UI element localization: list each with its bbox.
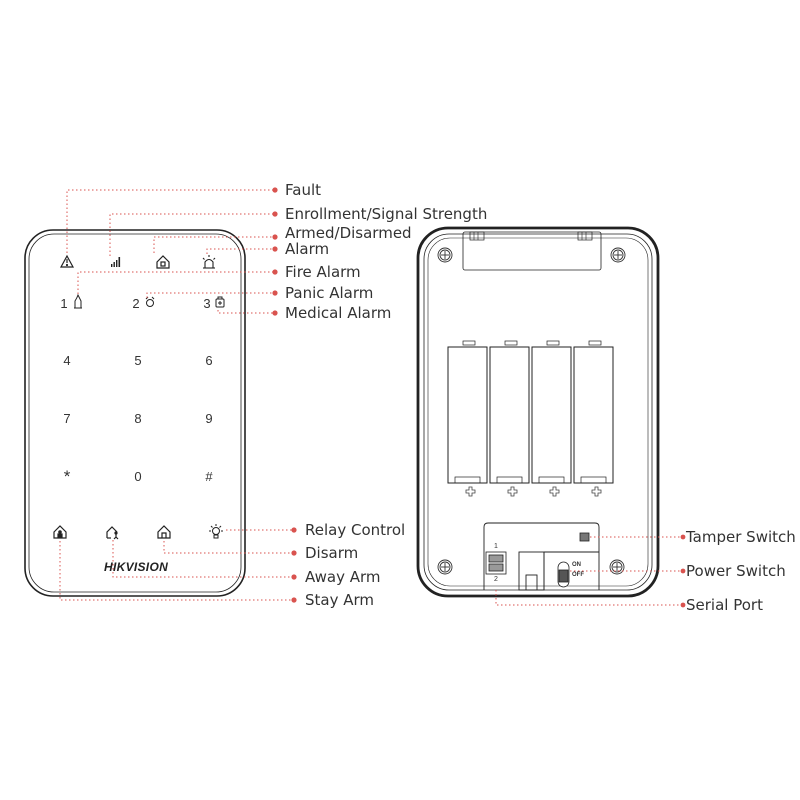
callout-enrollment-signal: Enrollment/Signal Strength	[285, 205, 488, 223]
signal-bars-icon	[111, 257, 121, 267]
leader-lines	[59, 189, 682, 606]
key-2: 2	[132, 296, 140, 311]
port-number-1: 1	[494, 543, 498, 550]
serial-port	[485, 551, 507, 575]
power-switch	[557, 561, 570, 588]
medical-icon	[215, 296, 225, 308]
brand-logo: HIKVISION	[104, 560, 169, 574]
callout-power-switch: Power Switch	[686, 562, 786, 580]
bottom-module	[483, 522, 600, 591]
leader-dots	[272, 187, 686, 608]
callout-tamper-switch: Tamper Switch	[686, 528, 796, 546]
key-6: 6	[205, 353, 213, 368]
callout-fire-alarm: Fire Alarm	[285, 263, 361, 281]
plus-polarity-icon	[465, 486, 602, 497]
callout-disarm: Disarm	[305, 544, 359, 562]
callout-fault: Fault	[285, 181, 321, 199]
callout-serial-port: Serial Port	[686, 596, 763, 614]
siren-icon	[202, 255, 216, 269]
callout-alarm: Alarm	[285, 240, 330, 258]
house-person-icon	[53, 525, 67, 539]
port-number-2: 2	[494, 576, 498, 583]
lightbulb-icon	[209, 524, 223, 539]
screw-icon	[437, 247, 626, 575]
key-1: 1	[60, 296, 68, 311]
panic-icon	[145, 296, 155, 307]
key-0: 0	[134, 469, 142, 484]
callout-relay-control: Relay Control	[305, 521, 406, 539]
back-panel-body	[416, 226, 660, 598]
battery-compartment	[447, 340, 614, 484]
house-icon	[156, 255, 170, 269]
key-5: 5	[134, 353, 142, 368]
key-hash: #	[205, 469, 213, 484]
callout-away-arm: Away Arm	[305, 568, 381, 586]
callout-stay-arm: Stay Arm	[305, 591, 375, 609]
key-4: 4	[63, 353, 71, 368]
key-3: 3	[203, 296, 211, 311]
key-8: 8	[134, 411, 142, 426]
callout-medical-alarm: Medical Alarm	[285, 304, 392, 322]
fire-icon	[74, 293, 82, 309]
house-walking-icon	[106, 526, 119, 540]
tamper-switch	[579, 532, 590, 542]
house-open-icon	[157, 525, 171, 539]
switch-on-label: ON	[572, 562, 581, 568]
switch-off-label: OFF	[572, 572, 584, 578]
warning-triangle-icon	[59, 254, 75, 268]
key-9: 9	[205, 411, 213, 426]
callout-armed-disarmed: Armed/Disarmed	[285, 224, 412, 242]
key-7: 7	[63, 411, 71, 426]
front-keypad-body	[24, 229, 246, 597]
key-star: *	[63, 467, 71, 486]
callout-panic-alarm: Panic Alarm	[285, 284, 374, 302]
